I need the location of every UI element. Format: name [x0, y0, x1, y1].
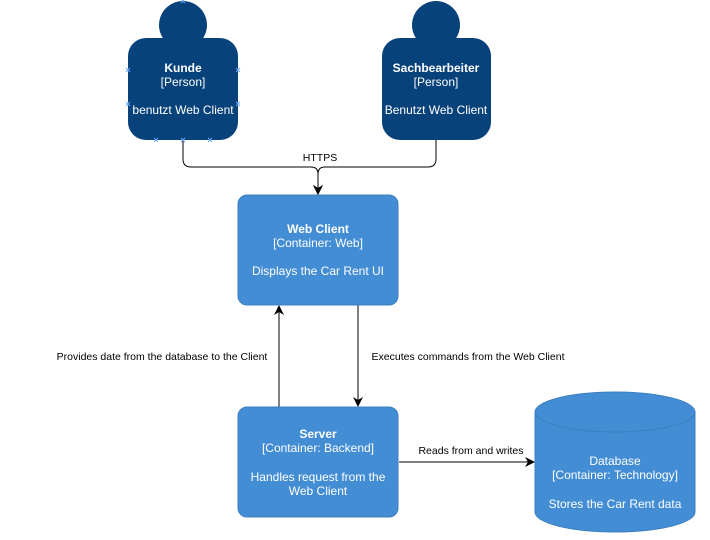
container-server-name: Server [299, 427, 337, 441]
person-kunde-name: Kunde [164, 61, 202, 75]
container-server-box [237, 406, 399, 518]
container-web-client[interactable]: Web Client [Container: Web] Displays the… [237, 194, 399, 306]
database-cylinder-top-rim [534, 411, 696, 433]
container-server-description-line2: Web Client [289, 484, 348, 498]
container-server-type: [Container: Backend] [262, 441, 374, 455]
container-web-client-description: Displays the Car Rent UI [252, 264, 384, 278]
edge-label-provides-data: Provides date from the database to the C… [57, 351, 268, 363]
selection-handles[interactable] [125, 0, 241, 143]
database-name: Database [589, 454, 641, 468]
person-sachbearbeiter-body [382, 38, 491, 140]
person-kunde-description: benutzt Web Client [132, 103, 234, 117]
container-server[interactable]: Server [Container: Backend] Handles requ… [237, 406, 399, 518]
person-sachbearbeiter-name: Sachbearbeiter [393, 61, 480, 75]
person-kunde-type: [Person] [161, 75, 206, 89]
edge-kunde-to-web-client[interactable] [182, 140, 323, 195]
container-web-client-box [237, 194, 399, 306]
person-kunde-head-icon [159, 1, 207, 49]
person-sachbearbeiter[interactable]: Sachbearbeiter [Person] Benutzt Web Clie… [382, 1, 491, 140]
person-sachbearbeiter-head-icon [412, 1, 460, 49]
person-sachbearbeiter-type: [Person] [414, 75, 459, 89]
container-server-description-line1: Handles request from the [251, 470, 386, 484]
person-sachbearbeiter-description: Benutzt Web Client [385, 103, 488, 117]
edge-label-reads-writes: Reads from and writes [418, 445, 523, 457]
database-cylinder-body [534, 391, 696, 533]
database-description: Stores the Car Rent data [549, 497, 682, 511]
container-web-client-type: [Container: Web] [273, 236, 363, 250]
database-type: [Container: Technology] [552, 468, 678, 482]
person-kunde[interactable]: Kunde [Person] benutzt Web Client [125, 0, 241, 143]
edge-label-https: HTTPS [303, 152, 337, 164]
edge-sachbearbeiter-to-web-client[interactable] [313, 140, 437, 195]
container-web-client-name: Web Client [287, 222, 349, 236]
edges: HTTPS Provides date from the database to… [57, 140, 565, 467]
database-cylinder[interactable]: Database [Container: Technology] Stores … [534, 391, 696, 533]
edge-label-executes-commands: Executes commands from the Web Client [372, 351, 565, 363]
person-kunde-body [128, 38, 238, 140]
